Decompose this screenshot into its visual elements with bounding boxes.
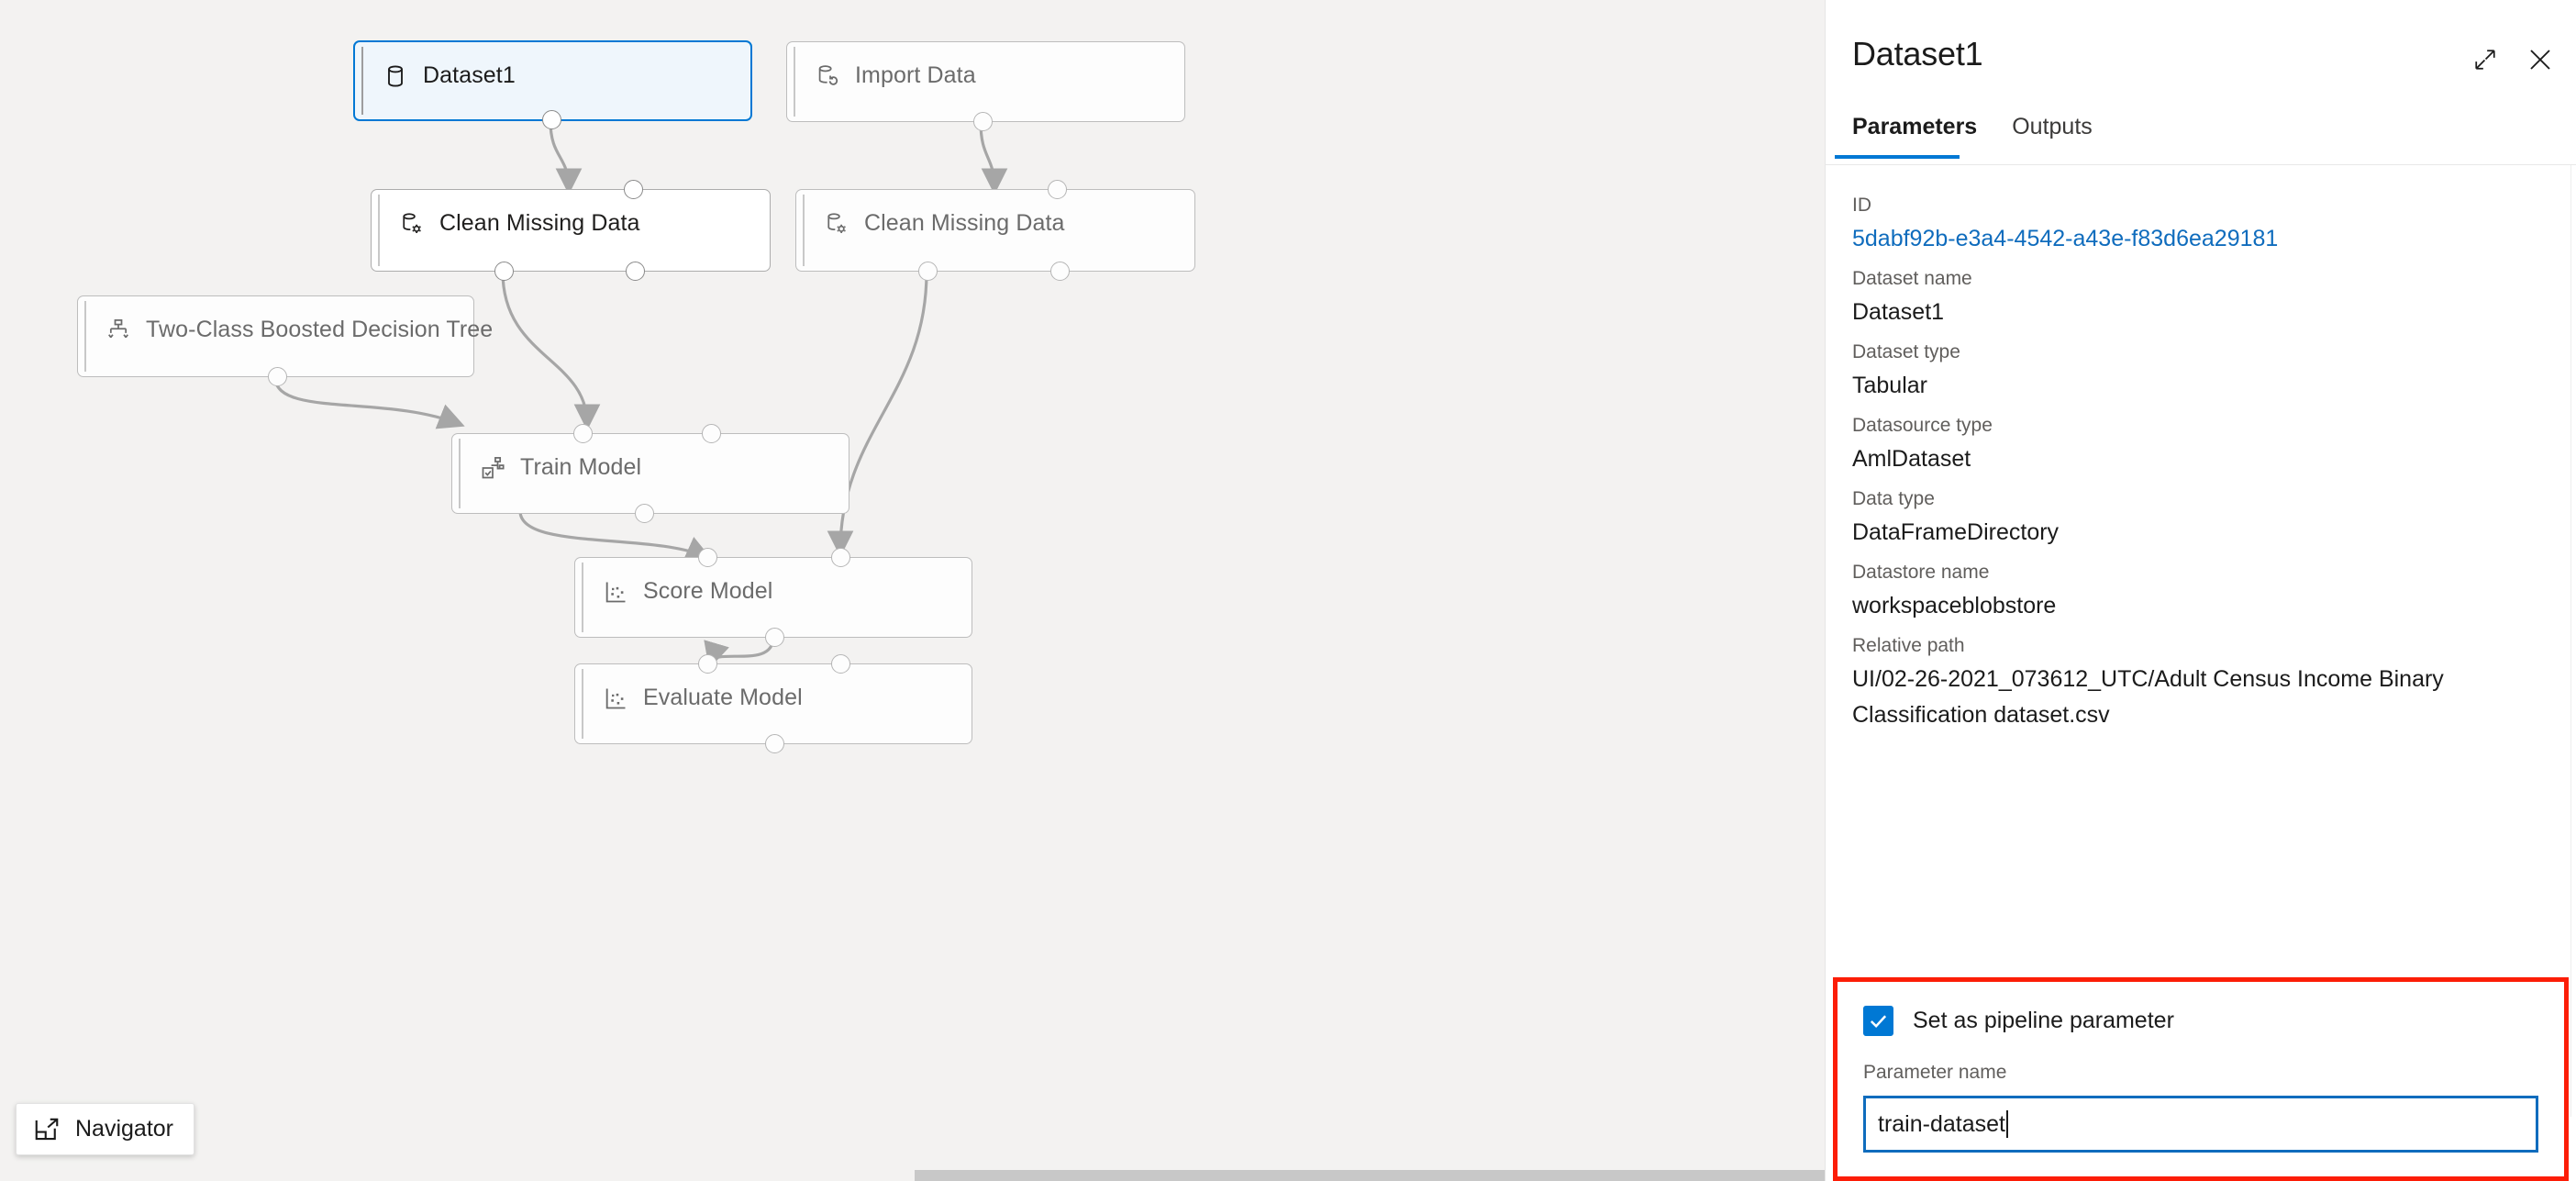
node-label: Score Model bbox=[643, 578, 773, 604]
node-accent-bar bbox=[378, 195, 380, 266]
field-value: DataFrameDirectory bbox=[1852, 519, 2060, 545]
database-icon bbox=[388, 64, 403, 87]
node-accent-bar bbox=[582, 563, 583, 632]
output-port-2[interactable] bbox=[626, 262, 645, 281]
expand-button[interactable] bbox=[2470, 44, 2501, 75]
field-label: Datastore name bbox=[1852, 562, 1990, 583]
close-button[interactable] bbox=[2525, 44, 2556, 75]
scatter-plot-icon bbox=[605, 688, 626, 708]
field-value: Tabular bbox=[1852, 373, 1927, 398]
node-score-model[interactable]: Score Model bbox=[574, 548, 972, 647]
panel-header: Dataset1 bbox=[1826, 0, 2576, 108]
navigator-icon bbox=[35, 1118, 59, 1140]
node-train-model[interactable]: Train Model bbox=[451, 424, 849, 523]
input-port-2[interactable] bbox=[831, 548, 850, 567]
node-accent-bar bbox=[361, 47, 363, 115]
node-label: Clean Missing Data bbox=[864, 210, 1065, 236]
node-accent-bar bbox=[84, 301, 86, 372]
field-value: UI/02-26-2021_073612_UTC/Adult Census In… bbox=[1852, 666, 2444, 728]
expand-diagonal-icon bbox=[2475, 50, 2495, 70]
node-label: Evaluate Model bbox=[643, 685, 803, 710]
close-icon bbox=[2530, 50, 2550, 70]
field-label: Dataset name bbox=[1852, 268, 1972, 289]
panel-body: ID 5dabf92b-e3a4-4542-a43e-f83d6ea29181 … bbox=[1826, 165, 2576, 997]
input-port[interactable] bbox=[624, 180, 643, 199]
input-port-2[interactable] bbox=[702, 424, 721, 443]
node-accent-bar bbox=[582, 669, 583, 739]
output-port[interactable] bbox=[542, 110, 561, 129]
field-label: Dataset type bbox=[1852, 341, 1960, 362]
train-model-icon bbox=[482, 456, 505, 478]
field-label: Datasource type bbox=[1852, 415, 1993, 436]
node-label: Import Data bbox=[855, 62, 976, 88]
input-port-2[interactable] bbox=[831, 654, 850, 674]
node-accent-bar bbox=[794, 47, 795, 117]
pipeline-canvas[interactable]: Dataset1 Import Data bbox=[0, 0, 1825, 1181]
parameter-name-label: Parameter name bbox=[1863, 1062, 2007, 1083]
node-label: Train Model bbox=[520, 454, 642, 480]
database-refresh-icon bbox=[818, 64, 838, 85]
input-port-1[interactable] bbox=[698, 548, 717, 567]
output-port[interactable] bbox=[973, 112, 993, 131]
field-relative-path: Relative path UI/02-26-2021_073612_UTC/A… bbox=[1852, 630, 2549, 733]
set-as-pipeline-parameter-row[interactable]: Set as pipeline parameter bbox=[1863, 1006, 2538, 1036]
node-two-class-boosted-decision-tree[interactable]: Two-Class Boosted Decision Tree bbox=[77, 295, 493, 386]
panel-header-actions bbox=[2470, 44, 2556, 75]
node-evaluate-model[interactable]: Evaluate Model bbox=[574, 654, 972, 753]
field-value: workspaceblobstore bbox=[1852, 593, 2057, 618]
scatter-plot-icon bbox=[605, 582, 626, 602]
field-value-id-link[interactable]: 5dabf92b-e3a4-4542-a43e-f83d6ea29181 bbox=[1852, 226, 2279, 251]
field-id: ID 5dabf92b-e3a4-4542-a43e-f83d6ea29181 bbox=[1852, 190, 2549, 257]
set-as-pipeline-parameter-label: Set as pipeline parameter bbox=[1913, 1008, 2174, 1033]
node-dataset1[interactable]: Dataset1 bbox=[353, 40, 752, 129]
tab-outputs[interactable]: Outputs bbox=[2012, 114, 2093, 139]
output-port[interactable] bbox=[268, 367, 287, 386]
parameter-name-input[interactable]: train-dataset bbox=[1863, 1096, 2538, 1153]
field-dataset-type: Dataset type Tabular bbox=[1852, 337, 2549, 404]
details-panel: Dataset1 Parameters Outputs bbox=[1825, 0, 2576, 1181]
panel-title: Dataset1 bbox=[1852, 35, 1983, 72]
database-gear-icon bbox=[827, 212, 846, 233]
node-clean-missing-data-left[interactable]: Clean Missing Data bbox=[371, 180, 771, 281]
panel-vertical-scrollbar[interactable] bbox=[2570, 165, 2576, 1117]
output-port-2[interactable] bbox=[1050, 262, 1070, 281]
field-data-type: Data type DataFrameDirectory bbox=[1852, 484, 2549, 551]
set-as-pipeline-parameter-checkbox[interactable] bbox=[1863, 1006, 1893, 1036]
pipeline-parameter-section: Set as pipeline parameter Parameter name… bbox=[1833, 977, 2569, 1181]
input-port[interactable] bbox=[1048, 180, 1067, 199]
field-dataset-name: Dataset name Dataset1 bbox=[1852, 263, 2549, 330]
text-cursor bbox=[2005, 1110, 2008, 1138]
parameter-name-value: train-dataset bbox=[1878, 1110, 2005, 1137]
navigator-label: Navigator bbox=[75, 1116, 173, 1142]
node-label: Clean Missing Data bbox=[439, 210, 640, 236]
field-label: ID bbox=[1852, 195, 1871, 216]
navigator-button[interactable]: Navigator bbox=[16, 1103, 194, 1155]
node-accent-bar bbox=[459, 439, 461, 508]
decision-tree-icon bbox=[108, 318, 128, 338]
field-value: AmlDataset bbox=[1852, 446, 1971, 472]
input-port-1[interactable] bbox=[573, 424, 593, 443]
canvas-horizontal-scrollbar[interactable] bbox=[0, 1167, 1825, 1181]
field-datastore-name: Datastore name workspaceblobstore bbox=[1852, 557, 2549, 624]
checkmark-icon bbox=[1870, 1015, 1887, 1029]
node-label: Two-Class Boosted Decision Tree bbox=[146, 317, 494, 342]
field-label: Relative path bbox=[1852, 635, 1965, 656]
output-port[interactable] bbox=[765, 734, 784, 753]
scrollbar-thumb[interactable] bbox=[915, 1170, 1825, 1181]
output-port-1[interactable] bbox=[494, 262, 514, 281]
output-port-1[interactable] bbox=[918, 262, 938, 281]
output-port[interactable] bbox=[635, 504, 654, 523]
tab-parameters[interactable]: Parameters bbox=[1835, 108, 1994, 159]
output-port[interactable] bbox=[765, 628, 784, 647]
field-label: Data type bbox=[1852, 488, 1935, 509]
field-value: Dataset1 bbox=[1852, 299, 1945, 325]
input-port-1[interactable] bbox=[698, 654, 717, 674]
panel-tabs: Parameters Outputs bbox=[1826, 108, 2576, 165]
node-import-data[interactable]: Import Data bbox=[786, 41, 1185, 131]
database-gear-icon bbox=[403, 212, 421, 233]
node-label: Dataset1 bbox=[423, 62, 516, 88]
field-datasource-type: Datasource type AmlDataset bbox=[1852, 410, 2549, 477]
node-accent-bar bbox=[803, 195, 805, 266]
node-clean-missing-data-right[interactable]: Clean Missing Data bbox=[795, 180, 1195, 281]
